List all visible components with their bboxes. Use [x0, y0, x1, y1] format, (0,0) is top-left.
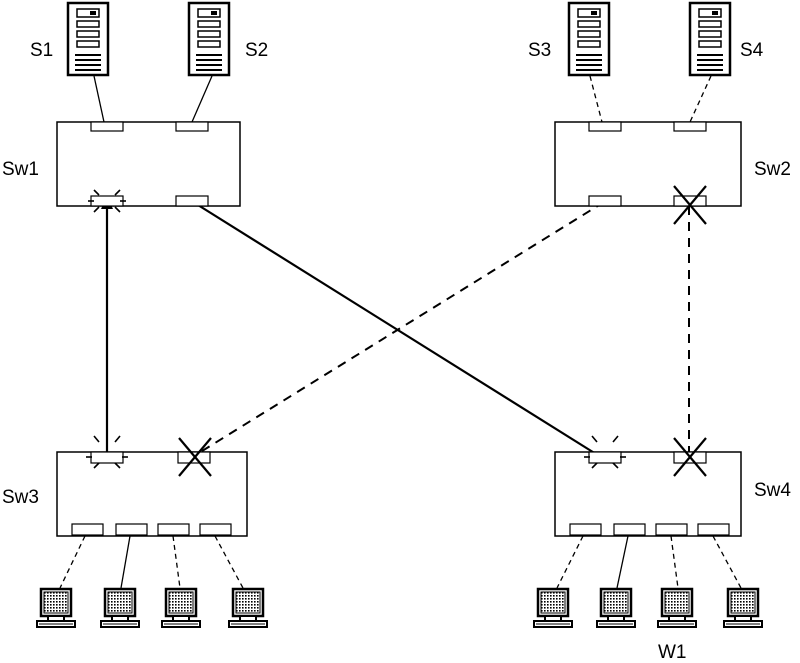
switch-port	[697, 523, 730, 536]
drop-s1	[93, 75, 105, 123]
blocked-port-icon	[178, 437, 212, 477]
server-label-s2: S2	[245, 40, 268, 61]
workstation-icon	[722, 587, 764, 629]
switch-sw4	[554, 451, 742, 537]
drop-s2	[191, 75, 213, 123]
server-icon	[66, 1, 110, 77]
workstation-icon	[35, 587, 77, 629]
drop-ws	[616, 535, 629, 589]
active-port-icon	[86, 435, 128, 469]
switch-port	[175, 195, 209, 207]
switch-label-sw2: Sw2	[754, 159, 791, 180]
drop-ws	[120, 535, 131, 589]
switch-icon	[554, 121, 742, 207]
workstation-label-w1: W1	[658, 642, 687, 663]
server-label-s3: S3	[528, 40, 551, 61]
link-sw2-sw3	[193, 201, 605, 457]
switch-sw2	[554, 121, 742, 207]
server-label-s4: S4	[740, 40, 764, 61]
switch-port	[613, 523, 646, 536]
drop-ws	[556, 535, 584, 589]
workstation-icon	[532, 587, 574, 629]
switch-port	[71, 523, 104, 536]
switch-port	[157, 523, 190, 536]
active-port-icon	[584, 435, 626, 469]
switch-port	[588, 451, 622, 464]
switch-label-sw4: Sw4	[754, 480, 791, 501]
blocked-port-icon	[673, 185, 707, 225]
drop-ws	[172, 535, 181, 589]
switch-port	[115, 523, 148, 536]
switch-port	[588, 195, 622, 207]
switch-port	[90, 451, 124, 464]
switch-port	[569, 523, 602, 536]
server-icon	[688, 1, 732, 77]
drop-ws	[712, 535, 742, 589]
server-icon	[567, 1, 611, 77]
server-label-s1: S1	[30, 40, 53, 61]
switch-label-sw1: Sw1	[2, 159, 39, 180]
drop-ws	[59, 535, 86, 589]
switch-icon	[56, 451, 248, 537]
workstation-icon	[160, 587, 202, 629]
switch-sw1	[56, 121, 241, 207]
active-port-icon	[88, 189, 126, 213]
drop-s4	[689, 75, 712, 123]
switch-port	[90, 121, 124, 132]
switch-port	[175, 121, 209, 132]
switch-port	[199, 523, 232, 536]
workstation-icon	[99, 587, 141, 629]
drop-ws	[214, 535, 244, 589]
switch-icon	[56, 121, 241, 207]
switch-port	[588, 121, 622, 132]
server-icon	[187, 1, 231, 77]
drop-ws	[670, 535, 679, 589]
blocked-port-icon	[673, 437, 707, 477]
switch-icon	[554, 451, 742, 537]
workstation-icon	[595, 587, 637, 629]
switch-sw3	[56, 451, 248, 537]
switch-port	[90, 195, 124, 207]
switch-label-sw3: Sw3	[2, 487, 39, 508]
switch-port	[655, 523, 688, 536]
workstation-icon	[656, 587, 698, 629]
drop-s3	[589, 75, 603, 123]
switch-port	[673, 121, 707, 132]
workstation-icon	[227, 587, 269, 629]
